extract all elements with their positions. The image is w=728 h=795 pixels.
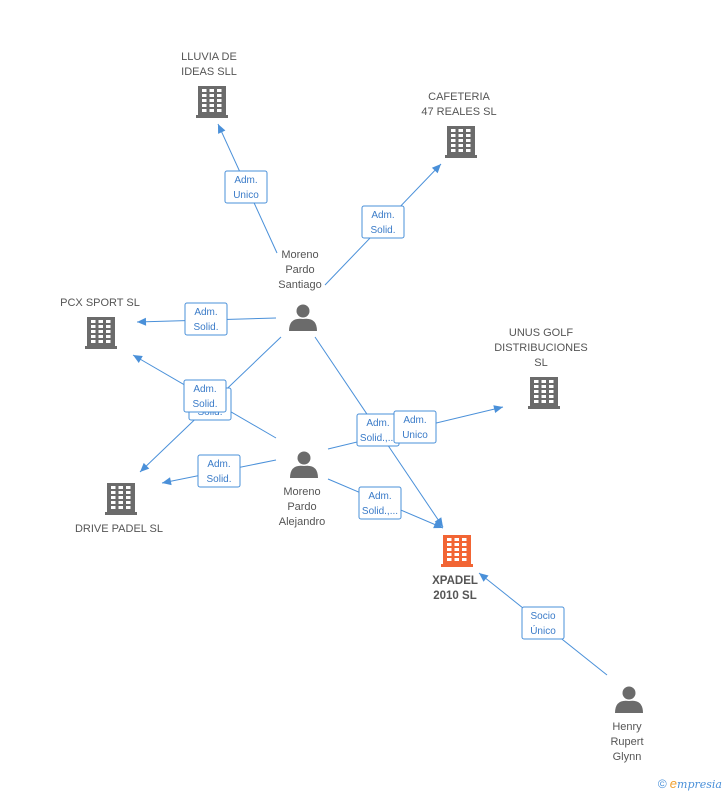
company-name-line: DRIVE PADEL SL <box>75 523 163 535</box>
person-name-line: Rupert <box>610 736 643 748</box>
relation-label-line: Solid. <box>206 474 231 485</box>
nodes-layer: LLUVIA DE IDEAS SLL CAFETERIA 47 REALES SL P… <box>60 51 643 763</box>
relation-label-santiago-lluvia[interactable]: Adm. Unico <box>224 170 268 204</box>
arrowhead-alejandro-pcx <box>133 355 143 363</box>
company-name-line: 2010 SL <box>433 590 476 602</box>
relation-label-line: Adm. <box>403 415 426 426</box>
footer-credit[interactable]: © empresia <box>658 776 722 791</box>
arrowhead-santiago-pcx <box>137 317 147 326</box>
copyright-symbol: © <box>657 777 667 791</box>
building-icon <box>528 377 560 409</box>
person-name-line: Pardo <box>287 501 316 513</box>
company-node-xpadel[interactable]: XPADEL 2010 SL <box>432 535 478 602</box>
relation-label-line: Solid. <box>370 225 395 236</box>
company-name-line: IDEAS SLL <box>181 66 237 78</box>
company-name-line: SL <box>534 357 547 369</box>
brand-name: mpresia <box>677 778 722 791</box>
relation-labels-layer: Adm.UnicoAdm.Solid.Adm.Solid.Adm.Solid.A… <box>183 170 565 640</box>
company-name-line: LLUVIA DE <box>181 51 237 63</box>
relation-label-alejandro-xpadel[interactable]: Adm. Solid.,... <box>358 486 402 520</box>
building-icon <box>105 483 137 515</box>
relation-label-alejandro-unus[interactable]: Adm. Unico <box>393 410 437 444</box>
company-node-lluvia[interactable]: LLUVIA DE IDEAS SLL <box>181 51 237 118</box>
relation-label-line: Adm. <box>234 175 257 186</box>
relation-label-santiago-cafeteria[interactable]: Adm. Solid. <box>361 205 405 239</box>
relation-label-alejandro-pcx[interactable]: Adm. Solid. <box>183 379 227 413</box>
relation-label-line: Adm. <box>194 307 217 318</box>
arrowhead-santiago-xpadel <box>434 517 443 527</box>
relation-label-line: Unico <box>233 190 259 201</box>
company-name-line: CAFETERIA <box>428 91 490 103</box>
arrowhead-santiago-lluvia <box>218 124 226 134</box>
relation-label-line: Solid.,... <box>360 433 396 444</box>
person-icon <box>289 304 317 331</box>
company-name-line: XPADEL <box>432 575 478 587</box>
company-node-cafeteria[interactable]: CAFETERIA 47 REALES SL <box>421 91 497 158</box>
company-name-line: 47 REALES SL <box>421 106 496 118</box>
relation-label-santiago-xpadel[interactable]: Adm. Solid.,... <box>356 413 400 447</box>
company-name-line: DISTRIBUCIONES <box>494 342 588 354</box>
company-name-line: UNUS GOLF <box>509 327 573 339</box>
person-icon <box>290 451 318 478</box>
company-node-drive[interactable]: DRIVE PADEL SL <box>75 483 163 535</box>
relation-label-line: Solid. <box>193 322 218 333</box>
arrowhead-henry-xpadel <box>479 573 489 582</box>
person-icon <box>615 686 643 713</box>
company-node-unus[interactable]: UNUS GOLF DISTRIBUCIONES SL <box>494 327 588 409</box>
relation-label-santiago-pcx[interactable]: Adm. Solid. <box>184 302 228 336</box>
arrowhead-santiago-cafeteria <box>431 164 441 174</box>
relation-label-line: Adm. <box>207 459 230 470</box>
building-icon <box>85 317 117 349</box>
person-name-line: Alejandro <box>279 516 325 528</box>
relation-label-line: Adm. <box>193 384 216 395</box>
relation-label-line: Adm. <box>368 491 391 502</box>
person-name-line: Glynn <box>613 751 642 763</box>
person-name-line: Pardo <box>285 264 314 276</box>
relation-label-line: Solid.,... <box>362 506 398 517</box>
arrowhead-alejandro-drive <box>162 477 172 486</box>
company-name-line: PCX SPORT SL <box>60 297 140 309</box>
relation-label-line: Solid. <box>192 399 217 410</box>
relation-label-line: Socio <box>530 611 555 622</box>
relation-label-alejandro-drive[interactable]: Adm. Solid. <box>197 454 241 488</box>
person-name-line: Santiago <box>278 279 321 291</box>
building-icon <box>196 86 228 118</box>
relation-label-line: Único <box>530 624 556 637</box>
arrowhead-alejandro-xpadel <box>433 520 443 529</box>
building-icon <box>445 126 477 158</box>
person-name-line: Moreno <box>283 486 320 498</box>
brand-logo-initial: e <box>669 776 678 791</box>
person-name-line: Moreno <box>281 249 318 261</box>
person-name-line: Henry <box>612 721 642 733</box>
relation-label-line: Adm. <box>366 418 389 429</box>
arrowhead-santiago-drive <box>140 462 150 472</box>
arrowhead-alejandro-unus <box>493 405 503 413</box>
relation-label-line: Adm. <box>371 210 394 221</box>
relation-label-line: Unico <box>402 430 428 441</box>
building-icon <box>441 535 473 567</box>
company-node-pcx[interactable]: PCX SPORT SL <box>60 297 140 349</box>
